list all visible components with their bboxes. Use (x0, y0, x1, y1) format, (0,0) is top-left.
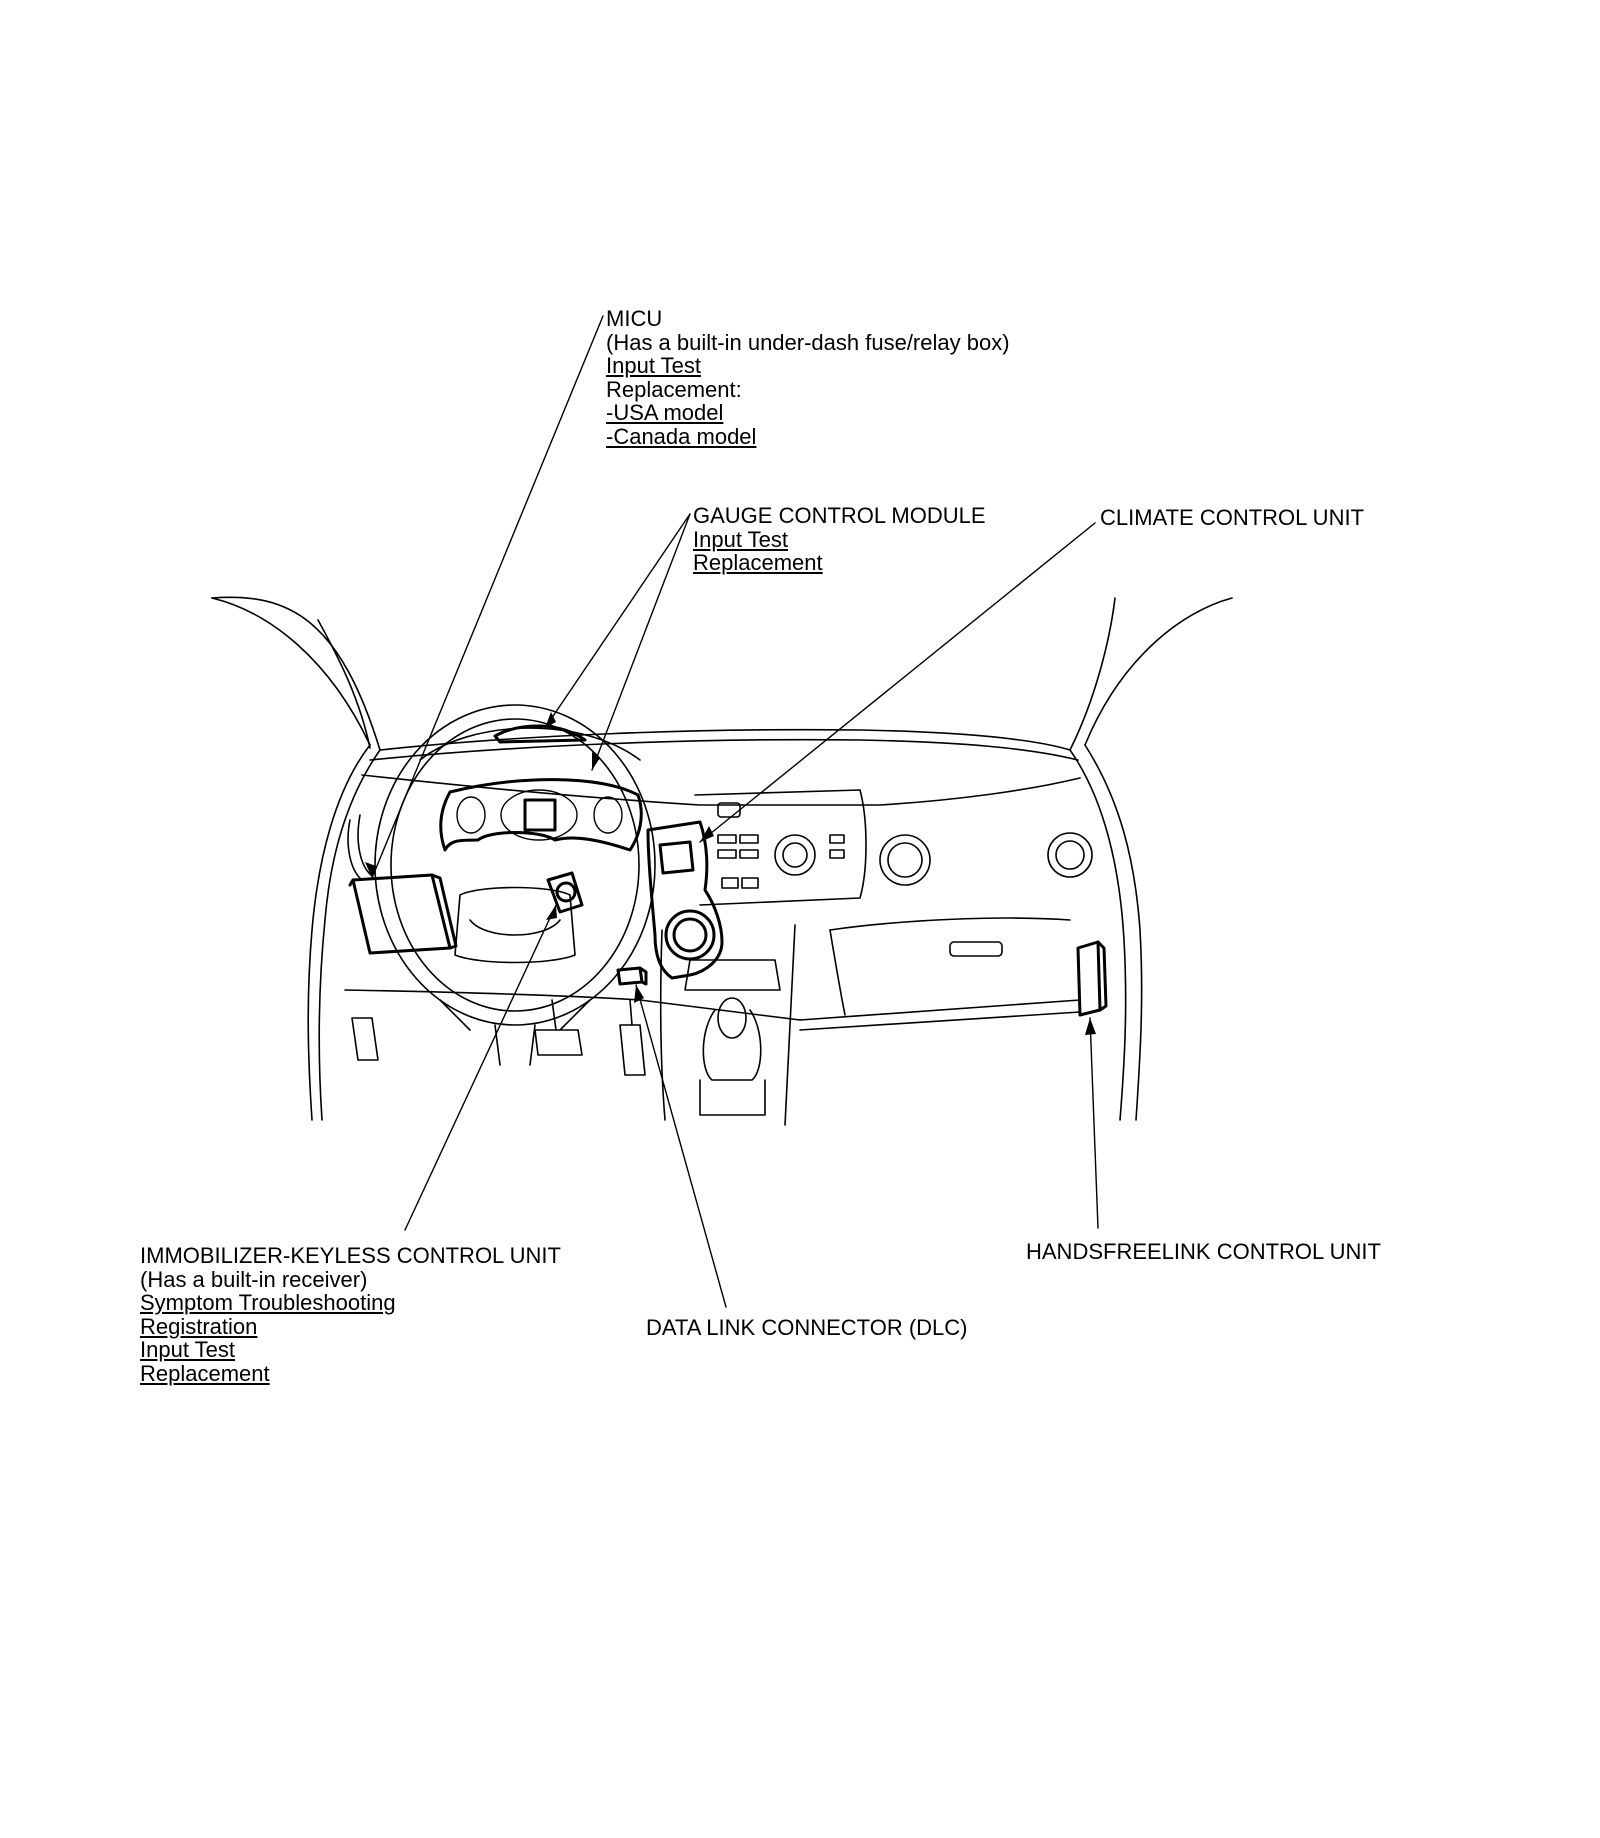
leader-immobilizer (404, 904, 557, 1231)
arrow-immobilizer (546, 905, 557, 920)
left-a-pillar (211, 596, 381, 1121)
immobilizer-registration-link[interactable]: Registration (140, 1313, 258, 1339)
right-a-pillar (1069, 597, 1233, 1121)
leader-lines (371, 315, 1099, 1308)
handsfreelink-unit (1076, 940, 1108, 1017)
immobilizer-symptom-link[interactable]: Symptom Troubleshooting (140, 1290, 396, 1315)
dashboard-outline (344, 728, 1093, 1031)
handsfree-title: HANDSFREELINK CONTROL UNIT (1026, 1239, 1381, 1264)
arrow-gauge-2 (592, 752, 600, 770)
climate-title: CLIMATE CONTROL UNIT (1100, 505, 1365, 530)
gauge-replacement-link[interactable]: Replacement (693, 550, 823, 575)
leader-climate (699, 522, 1096, 843)
micu-input-test-link[interactable]: Input Test (606, 353, 701, 378)
micu-canada-model-link[interactable]: -Canada model (606, 423, 757, 449)
immobilizer-replacement-link[interactable]: Replacement (140, 1360, 270, 1386)
gauge-cluster (419, 724, 643, 852)
center-stack (659, 789, 867, 1126)
leader-micu (371, 315, 604, 879)
leader-dlc (635, 984, 727, 1308)
micu-note: (Has a built-in under-dash fuse/relay bo… (606, 329, 1010, 355)
immobilizer-note: (Has a built-in receiver) (140, 1266, 368, 1292)
arrow-micu (365, 862, 376, 878)
immobilizer-unit (546, 871, 584, 914)
immobilizer-input-test-link[interactable]: Input Test (140, 1337, 235, 1362)
gauge-callout: GAUGE CONTROL MODULE Input Test Replacem… (693, 504, 986, 575)
arrow-handsfree (1085, 1018, 1096, 1035)
steering-wheel (374, 704, 656, 1066)
arrow-climate (700, 826, 714, 842)
micu-usa-model-link[interactable]: -USA model (606, 400, 724, 425)
leader-gauge-2 (591, 513, 691, 771)
arrowheads (365, 712, 1096, 1035)
leader-gauge-1 (544, 513, 691, 729)
climate-callout: CLIMATE CONTROL UNIT (1100, 506, 1364, 530)
dlc-title: DATA LINK CONNECTOR (DLC) (646, 1315, 968, 1340)
dlc-connector (616, 966, 648, 986)
immobilizer-title: IMMOBILIZER-KEYLESS CONTROL UNIT (140, 1243, 561, 1268)
arrow-gauge-1 (545, 712, 556, 728)
micu-box (348, 873, 458, 955)
leader-handsfree (1089, 1017, 1099, 1229)
climate-control-unit (646, 820, 724, 980)
gauge-input-test-link[interactable]: Input Test (693, 526, 788, 552)
pedals (351, 999, 646, 1076)
immobilizer-callout: IMMOBILIZER-KEYLESS CONTROL UNIT (Has a … (140, 1244, 561, 1385)
micu-callout: MICU (Has a built-in under-dash fuse/rel… (606, 307, 1010, 448)
gauge-title: GAUGE CONTROL MODULE (693, 503, 986, 528)
handsfree-callout: HANDSFREELINK CONTROL UNIT (1026, 1240, 1381, 1264)
dlc-callout: DATA LINK CONNECTOR (DLC) (646, 1316, 967, 1340)
micu-replacement-label: Replacement: (606, 376, 742, 402)
micu-title: MICU (606, 306, 663, 331)
arrow-dlc (634, 985, 644, 1003)
